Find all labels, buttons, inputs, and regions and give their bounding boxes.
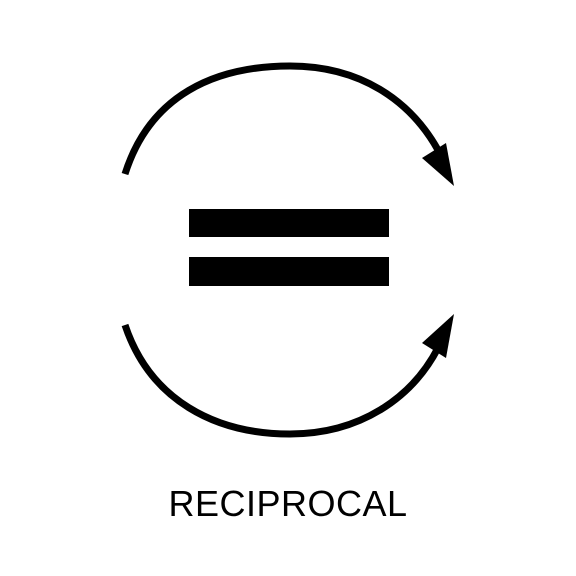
equals-sign-icon xyxy=(189,209,389,286)
bottom-arrow-icon xyxy=(121,314,454,438)
top-arrow-icon xyxy=(121,62,454,186)
reciprocal-label: RECIPROCAL xyxy=(168,483,408,524)
